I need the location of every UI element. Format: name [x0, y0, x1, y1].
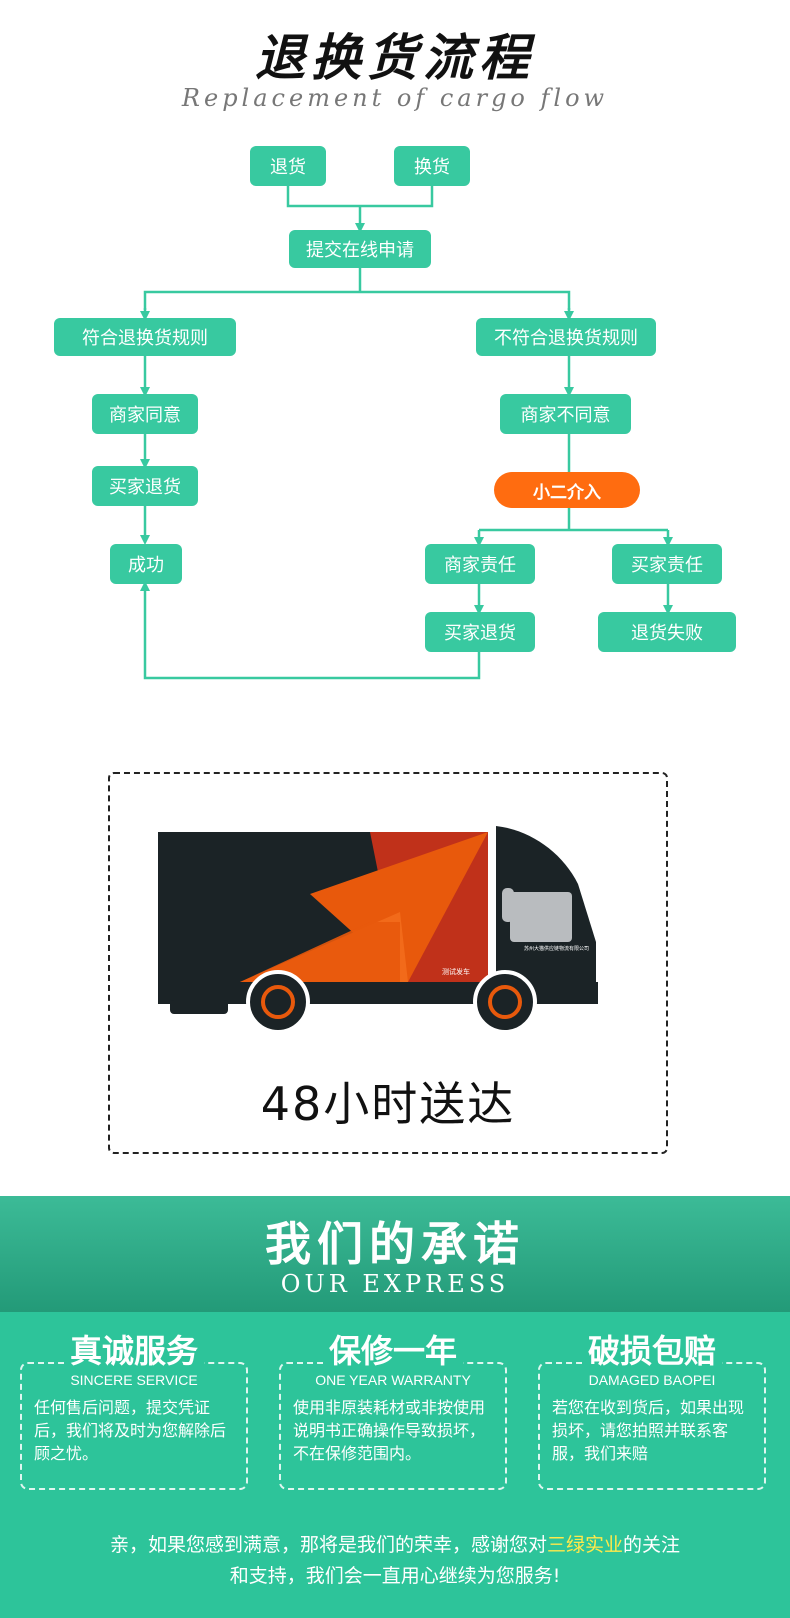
node-success: 成功 [110, 544, 182, 584]
card-description: 若您在收到货后，如果出现损坏，请您拍照并联系客服，我们来赔 [552, 1398, 745, 1463]
card-subtitle: SINCERE SERVICE [70, 1372, 198, 1388]
brand-name: 三绿实业 [546, 1534, 623, 1556]
node-merchant-liable: 商家责任 [425, 544, 535, 584]
card-subtitle: DAMAGED BAOPEI [588, 1372, 716, 1388]
node-merchant-disagree: 商家不同意 [500, 394, 631, 434]
page-subtitle: Replacement of cargo flow [181, 84, 609, 112]
node-not-meets-rules: 不符合退换货规则 [476, 318, 656, 356]
card-title: 保修一年 [279, 1326, 507, 1372]
node-staff-intervene: 小二介入 [494, 472, 640, 508]
thank-you-text: 亲，如果您感到满意，那将是我们的荣幸，感谢您对 [109, 1534, 547, 1556]
page-title: 退换货流程 [255, 28, 535, 87]
node-meets-rules: 符合退换货规则 [54, 318, 236, 356]
node-return: 退货 [250, 146, 326, 186]
node-merchant-agree: 商家同意 [92, 394, 198, 434]
truck-illustration: 测试发车 苏州大猫供应链物流有限公司 [158, 826, 598, 1034]
card-title: 破损包赔 [538, 1326, 766, 1372]
card-description: 使用非原装耗材或非按使用说明书正确操作导致损坏，不在保修范围内。 [293, 1398, 486, 1463]
node-exchange: 换货 [394, 146, 470, 186]
card-title: 真诚服务 [20, 1326, 248, 1372]
flowchart-connectors [140, 186, 673, 680]
thank-you-text: 和支持，我们会一直用心继续为您服务! [229, 1565, 561, 1587]
delivery-box [108, 772, 668, 1154]
delivery-time-text: 48小时送达 [260, 1077, 516, 1131]
promise-title: 我们的承诺 [265, 1217, 525, 1271]
truck-label: 测试发车 [442, 967, 470, 976]
node-buyer-return-left: 买家退货 [92, 466, 198, 506]
node-buyer-liable: 买家责任 [612, 544, 722, 584]
node-submit-online: 提交在线申请 [289, 230, 431, 268]
node-return-failed: 退货失败 [598, 612, 736, 652]
promise-subtitle: OUR EXPRESS [280, 1270, 510, 1298]
node-buyer-return-right: 买家退货 [425, 612, 535, 652]
promise-header-band [0, 1196, 790, 1312]
thank-you-message: 亲，如果您感到满意，那将是我们的荣幸，感谢您对三绿实业的关注 和支持，我们会一直… [0, 1530, 790, 1592]
truck-company-text: 苏州大猫供应链物流有限公司 [524, 945, 589, 952]
thank-you-text: 的关注 [623, 1534, 681, 1556]
card-description: 任何售后问题，提交凭证后，我们将及时为您解除后顾之忧。 [34, 1398, 227, 1463]
card-subtitle: ONE YEAR WARRANTY [315, 1372, 471, 1388]
